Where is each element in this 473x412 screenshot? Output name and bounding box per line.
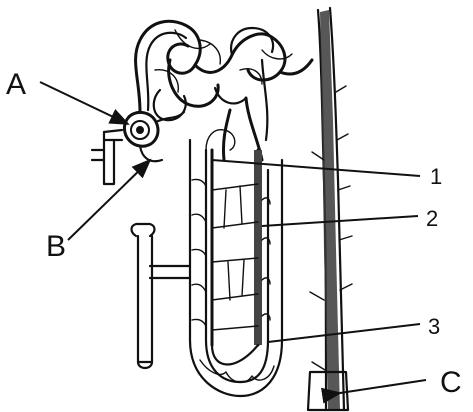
leader-1 [212,160,420,176]
leader-c [340,380,426,393]
leader-b [68,160,150,240]
label-1: 1 [430,164,442,189]
convoluted-tubules [92,21,312,184]
label-3: 3 [428,314,440,339]
collecting-duct [308,8,352,410]
label-b: B [46,230,66,263]
blood-vessel [132,224,155,368]
loop-of-henle [150,130,282,396]
label-2: 2 [426,206,438,231]
leader-a [40,82,128,124]
leader-3 [268,324,420,342]
label-c: C [440,366,462,399]
leader-lines [40,82,426,393]
label-a: A [6,68,26,101]
